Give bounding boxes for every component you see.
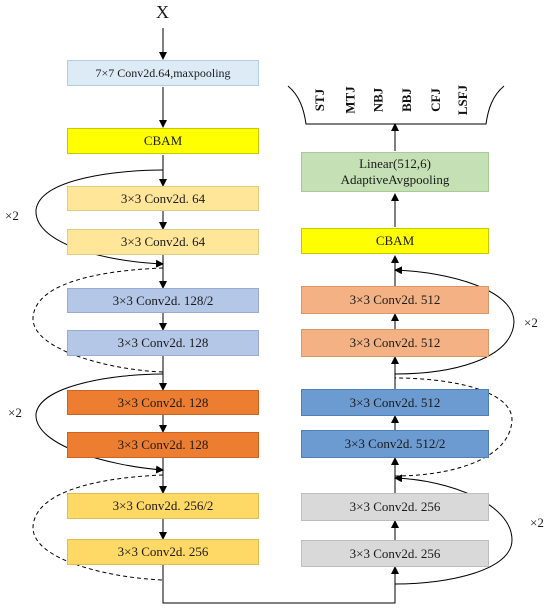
- classes-bracket: [287, 85, 505, 125]
- skip-left-stage1: [35, 169, 164, 268]
- skip-right-stage3: [394, 266, 515, 375]
- linear-head-box: Linear(512,6) AdaptiveAvgpooling: [301, 152, 489, 192]
- stem-conv-box: 7×7 Conv2d.64,maxpooling: [67, 60, 259, 86]
- class-label-mtj: MTJ: [342, 86, 358, 114]
- class-label-nbj: NBJ: [370, 87, 386, 113]
- conv-r1b-box: 3×3 Conv2d. 256: [301, 540, 489, 567]
- conv-l1b-box: 3×3 Conv2d. 64: [67, 229, 259, 255]
- conv-r2b-box: 3×3 Conv2d. 512/2: [301, 430, 489, 458]
- skip-right-stage2-dashed: [394, 377, 513, 477]
- conv-l2a-box: 3×3 Conv2d. 128/2: [67, 288, 259, 313]
- cbam-left-box: CBAM: [67, 128, 259, 154]
- connector-bottom: [162, 565, 399, 604]
- conv-l4a-box: 3×3 Conv2d. 256/2: [67, 493, 259, 519]
- skip-left-stage4-dashed: [32, 474, 164, 581]
- conv-l3b-box: 3×3 Conv2d. 128: [67, 432, 259, 458]
- conv-r3a-box: 3×3 Conv2d. 512: [301, 286, 489, 314]
- class-label-lsfj: LSFJ: [455, 84, 471, 116]
- cbam-right-box: CBAM: [301, 228, 489, 254]
- skip-left-stage3: [35, 373, 164, 474]
- repeat-label-right-top: ×2: [524, 315, 538, 330]
- class-label-bbj: BBJ: [398, 88, 414, 112]
- class-label-cfj: CFJ: [427, 88, 443, 112]
- repeat-label-right-bottom: ×2: [530, 515, 544, 530]
- conv-r1a-box: 3×3 Conv2d. 256: [301, 493, 489, 521]
- skip-right-stage1: [394, 474, 513, 585]
- conv-l1a-box: 3×3 Conv2d. 64: [67, 186, 259, 211]
- class-label-stj: STJ: [312, 88, 328, 112]
- input-label: X: [156, 2, 169, 22]
- skip-left-stage2-dashed: [32, 267, 164, 373]
- conv-r3b-box: 3×3 Conv2d. 512: [301, 329, 489, 357]
- repeat-label-left-mid: ×2: [8, 405, 22, 420]
- repeat-label-left-top: ×2: [5, 208, 19, 223]
- conv-l4b-box: 3×3 Conv2d. 256: [67, 539, 259, 565]
- conv-l2b-box: 3×3 Conv2d. 128: [67, 330, 259, 356]
- conv-l3a-box: 3×3 Conv2d. 128: [67, 390, 259, 415]
- conv-r2a-box: 3×3 Conv2d. 512: [301, 389, 489, 416]
